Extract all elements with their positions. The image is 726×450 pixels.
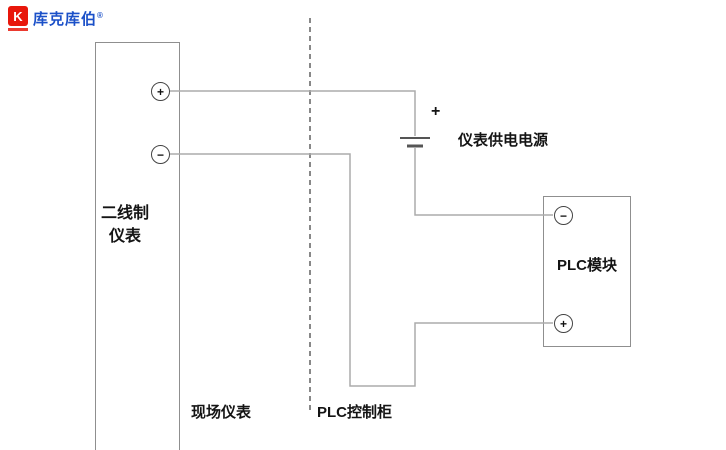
plc-plus-terminal: + [554, 314, 573, 333]
brand-logo-subtext [8, 28, 28, 31]
brand-logo: K 库克库伯® [8, 6, 104, 30]
instrument-box [95, 42, 180, 450]
instrument-label-line2: 仪表 [108, 228, 141, 246]
instrument-label-line1: 二线制 [100, 205, 149, 222]
plc-module-label: PLC模块 [556, 257, 617, 274]
brand-name: 库克库伯 [33, 11, 98, 28]
wire-supply-to-plc-minus [414, 148, 553, 216]
zone-label-cabinet: PLC控制柜 [317, 404, 393, 421]
wire-plus-to-supply [170, 90, 416, 136]
brand-logo-icon: K [8, 6, 28, 26]
instrument-minus-terminal: − [151, 145, 170, 164]
zone-label-field: 现场仪表 [191, 404, 252, 421]
instrument-plus-terminal: + [151, 82, 170, 101]
brand-logo-text: 库克库伯® [33, 6, 104, 30]
instrument-label: 二线制 仪表 [94, 202, 156, 248]
supply-label: 仪表供电电源 [458, 132, 549, 149]
wire-minus-to-plc-plus [170, 153, 553, 387]
registered-mark: ® [97, 11, 104, 20]
plc-minus-terminal: − [554, 206, 573, 225]
supply-polarity-label: + [431, 103, 441, 120]
